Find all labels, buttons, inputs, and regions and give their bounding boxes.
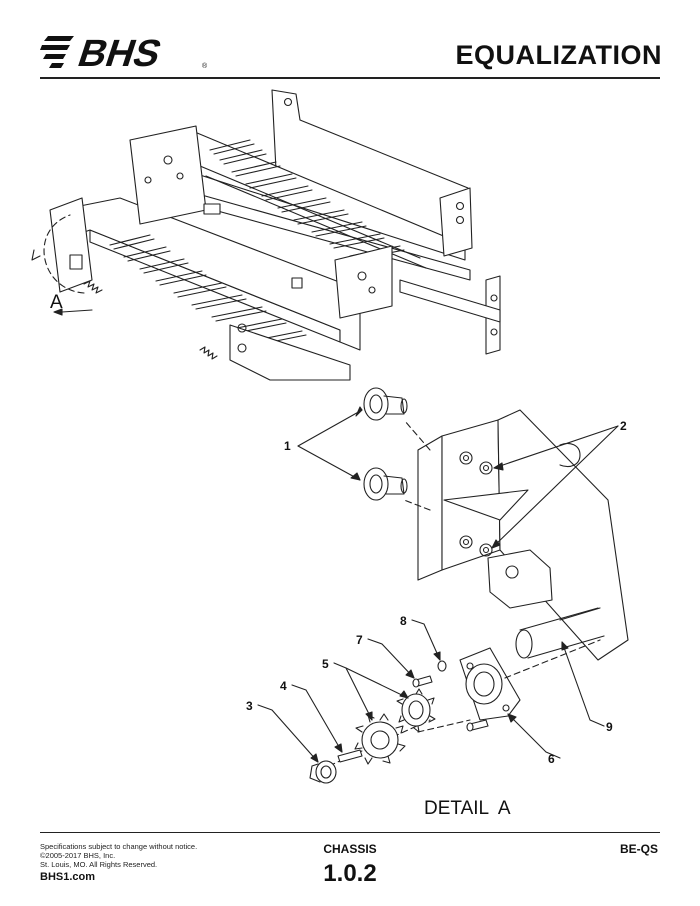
footer-url: BHS1.com <box>40 871 96 883</box>
footer-model: BE-QS <box>619 842 658 856</box>
callout-leaders <box>257 406 619 763</box>
bhs-logo: BHS ® <box>40 28 220 75</box>
logo-text: BHS <box>73 33 167 74</box>
footer-note-copyright: ©2005-2017 BHS, Inc. <box>40 851 116 860</box>
view-label-a: A <box>50 292 63 313</box>
footer-divider <box>40 832 660 833</box>
callout-3: 3 <box>246 699 253 713</box>
svg-text:®: ® <box>202 62 208 70</box>
callout-numbers: 1 2 3 4 5 6 7 8 9 <box>246 419 627 766</box>
drawing-canvas: A <box>31 89 629 819</box>
footer-note-specs: Specifications subject to change without… <box>40 842 198 851</box>
detail-label: DETAIL A <box>424 798 511 819</box>
footer-note-rights: St. Louis, MO. All Rights Reserved. <box>40 860 158 869</box>
detail-a-indicator <box>31 214 93 316</box>
callout-1: 1 <box>284 439 291 453</box>
page-title: EQUALIZATION <box>455 40 662 70</box>
header-divider <box>40 77 660 79</box>
callout-6: 6 <box>548 752 555 766</box>
callout-2: 2 <box>620 419 627 433</box>
footer-page-number: 1.0.2 <box>323 860 377 887</box>
chassis-assembly <box>49 89 501 381</box>
callout-8: 8 <box>400 614 407 628</box>
bhs-logo-graphic: BHS ® <box>40 33 208 75</box>
callout-9: 9 <box>606 720 613 734</box>
page-header: BHS ® EQUALIZATION <box>0 0 700 80</box>
detail-a-exploded <box>309 387 629 784</box>
callout-7: 7 <box>356 633 363 647</box>
callout-4: 4 <box>280 679 287 693</box>
footer-section: CHASSIS <box>323 842 377 856</box>
equalization-drawing: A <box>0 80 700 830</box>
callout-5: 5 <box>322 657 329 671</box>
footer-notes: Specifications subject to change without… <box>40 842 197 869</box>
